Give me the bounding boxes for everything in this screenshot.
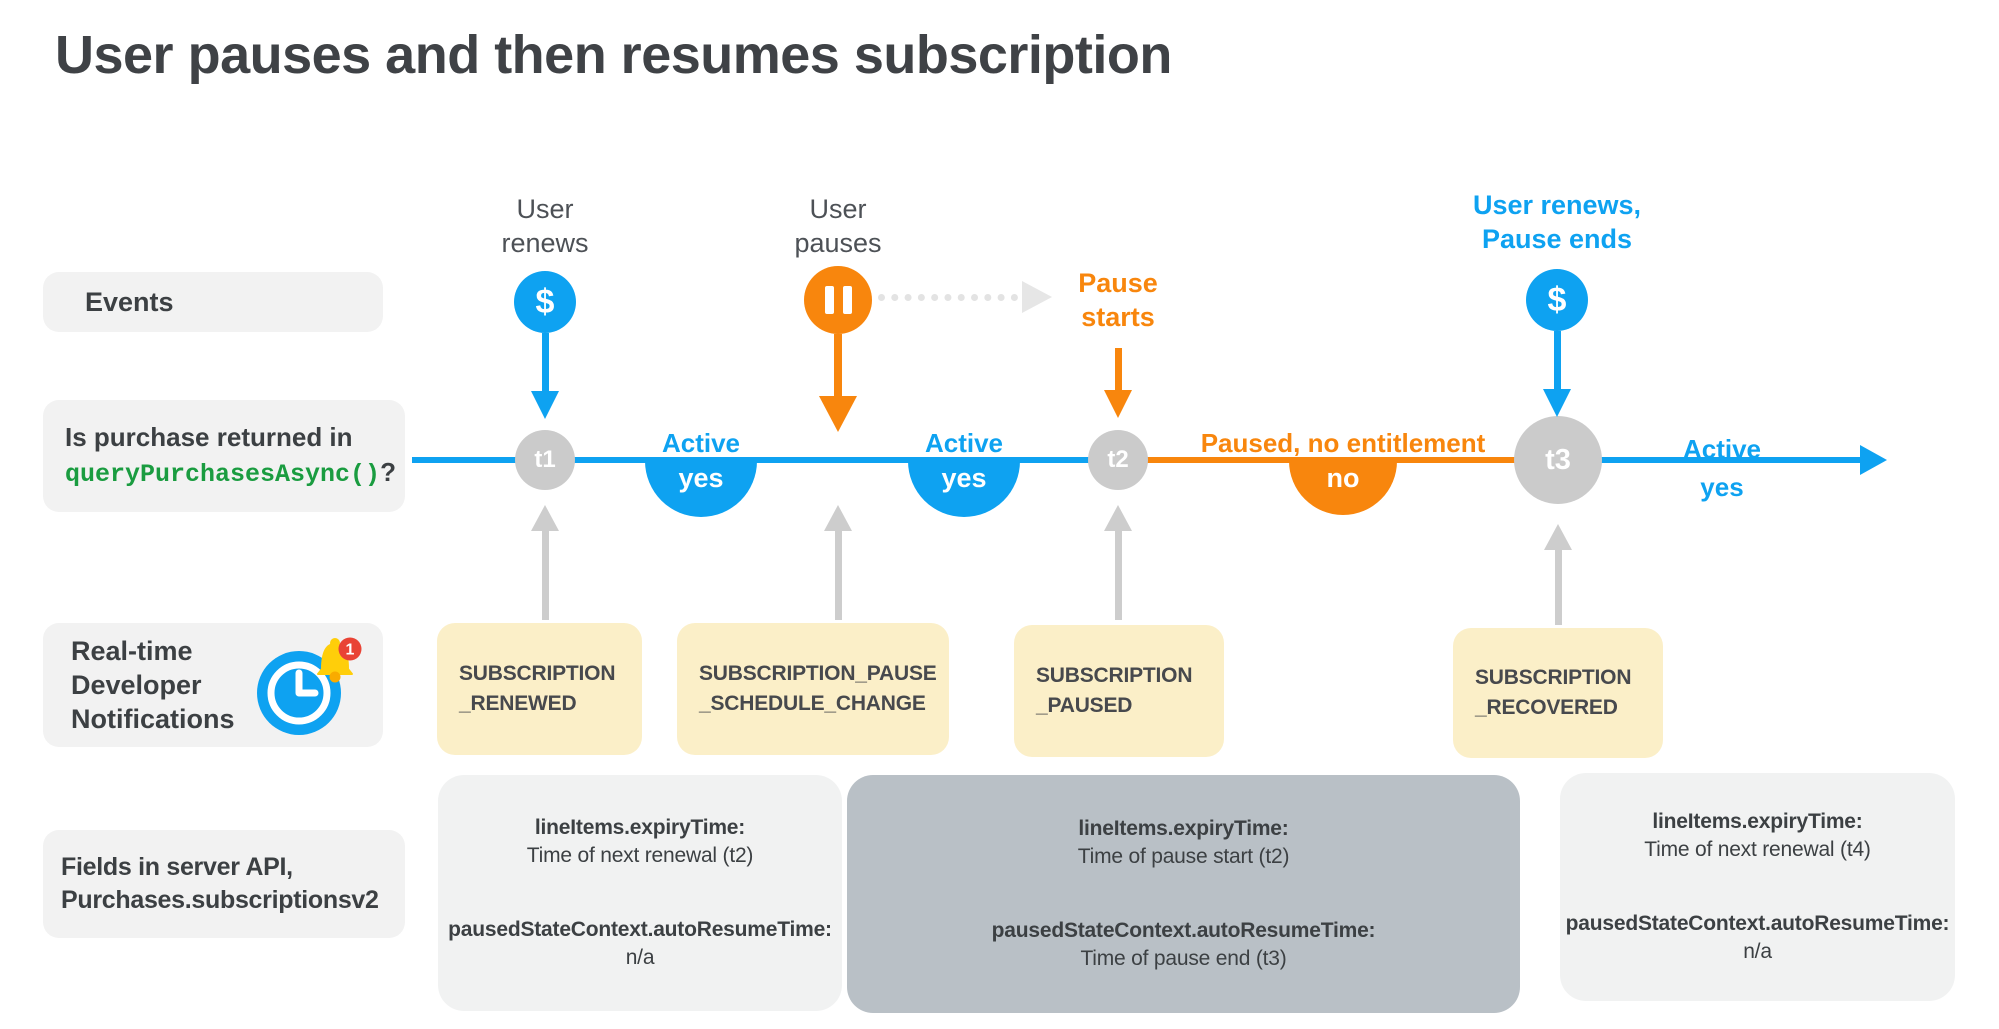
rtdn-up-arrow-head: [1544, 524, 1572, 550]
state-value-yes-3: yes: [1700, 472, 1744, 502]
pause-arrow-down-head: [819, 396, 857, 432]
timeline-segment-active-1: [412, 457, 1118, 463]
purchase-question-mark: ?: [380, 457, 396, 487]
event-label-user-pauses: User pauses: [794, 194, 882, 258]
state-value-no: no: [1289, 460, 1397, 515]
timeline-marker-t1: t1: [515, 430, 575, 490]
row-label-events: Events: [43, 272, 383, 332]
dollar-icon: $: [514, 271, 576, 333]
state-label-active-2: Active: [924, 428, 1004, 458]
notification-subscription-renewed: SUBSCRIPTION _RENEWED: [437, 623, 642, 755]
pause-icon: [804, 266, 872, 334]
renew-arrow-down-head: [531, 391, 559, 419]
rtdn-up-arrow-head: [824, 505, 852, 531]
api-fields-box-recovered: lineItems.expiryTime: Time of next renew…: [1560, 773, 1955, 1001]
api-fields-box-paused: lineItems.expiryTime: Time of pause star…: [847, 775, 1520, 1013]
event-label-user-renews-2: User renews, Pause ends: [1472, 190, 1642, 254]
rtdn-up-arrow: [1115, 528, 1122, 620]
dotted-connector-arrowhead: [1022, 281, 1052, 313]
recover-arrow-down: [1554, 331, 1561, 391]
pause-starts-arrow-down-head: [1104, 390, 1132, 418]
query-purchases-code: queryPurchasesAsync(): [65, 460, 381, 489]
row-label-purchase-question: Is purchase returned in queryPurchasesAs…: [43, 400, 405, 512]
purchase-question-line2: queryPurchasesAsync()?: [65, 455, 405, 492]
state-label-active-1: Active: [661, 428, 741, 458]
dotted-connector-line: [878, 294, 1018, 301]
notification-badge: [338, 637, 362, 661]
rtdn-label: Real-time Developer Notifications: [71, 636, 235, 734]
state-value-yes-1: yes: [645, 460, 757, 517]
rtdn-up-arrow-head: [1104, 505, 1132, 531]
timeline-marker-t2: t2: [1088, 430, 1148, 490]
state-value-yes-2: yes: [908, 460, 1020, 517]
rtdn-up-arrow-head: [531, 505, 559, 531]
rtdn-up-arrow: [1555, 547, 1562, 625]
bell-icon: 1: [317, 637, 362, 683]
event-label-pause-starts: Pause starts: [1078, 268, 1158, 332]
timeline-segment-active-2: [1558, 457, 1864, 463]
events-label: Events: [85, 286, 174, 317]
api-fields-box-renewed: lineItems.expiryTime: Time of next renew…: [438, 775, 842, 1011]
dollar-icon: $: [1526, 269, 1588, 331]
pause-arrow-down: [834, 334, 842, 398]
notification-subscription-pause-schedule-change: SUBSCRIPTION_PAUSE _SCHEDULE_CHANGE: [677, 623, 949, 755]
pause-starts-arrow-down: [1115, 348, 1122, 392]
notification-subscription-recovered: SUBSCRIPTION _RECOVERED: [1453, 628, 1663, 758]
timeline-marker-t3: t3: [1514, 416, 1602, 504]
timeline-arrowhead-icon: [1860, 445, 1887, 475]
notification-badge-count: 1: [346, 642, 355, 659]
notification-subscription-paused: SUBSCRIPTION _PAUSED: [1014, 625, 1224, 757]
recover-arrow-down-head: [1543, 389, 1571, 417]
renew-arrow-down: [542, 333, 549, 393]
state-label-paused: Paused, no entitlement: [1200, 428, 1486, 458]
rtdn-up-arrow: [542, 528, 549, 620]
notification-clock-icon: 1: [257, 637, 362, 735]
rtdn-up-arrow: [835, 528, 842, 620]
event-label-user-renews-1: User renews: [501, 194, 589, 258]
purchase-question-line1: Is purchase returned in: [65, 422, 353, 452]
page-title: User pauses and then resumes subscriptio…: [55, 25, 1172, 85]
state-label-active-3: Active: [1682, 434, 1762, 464]
row-label-server-api-fields: Fields in server API, Purchases.subscrip…: [43, 830, 405, 938]
